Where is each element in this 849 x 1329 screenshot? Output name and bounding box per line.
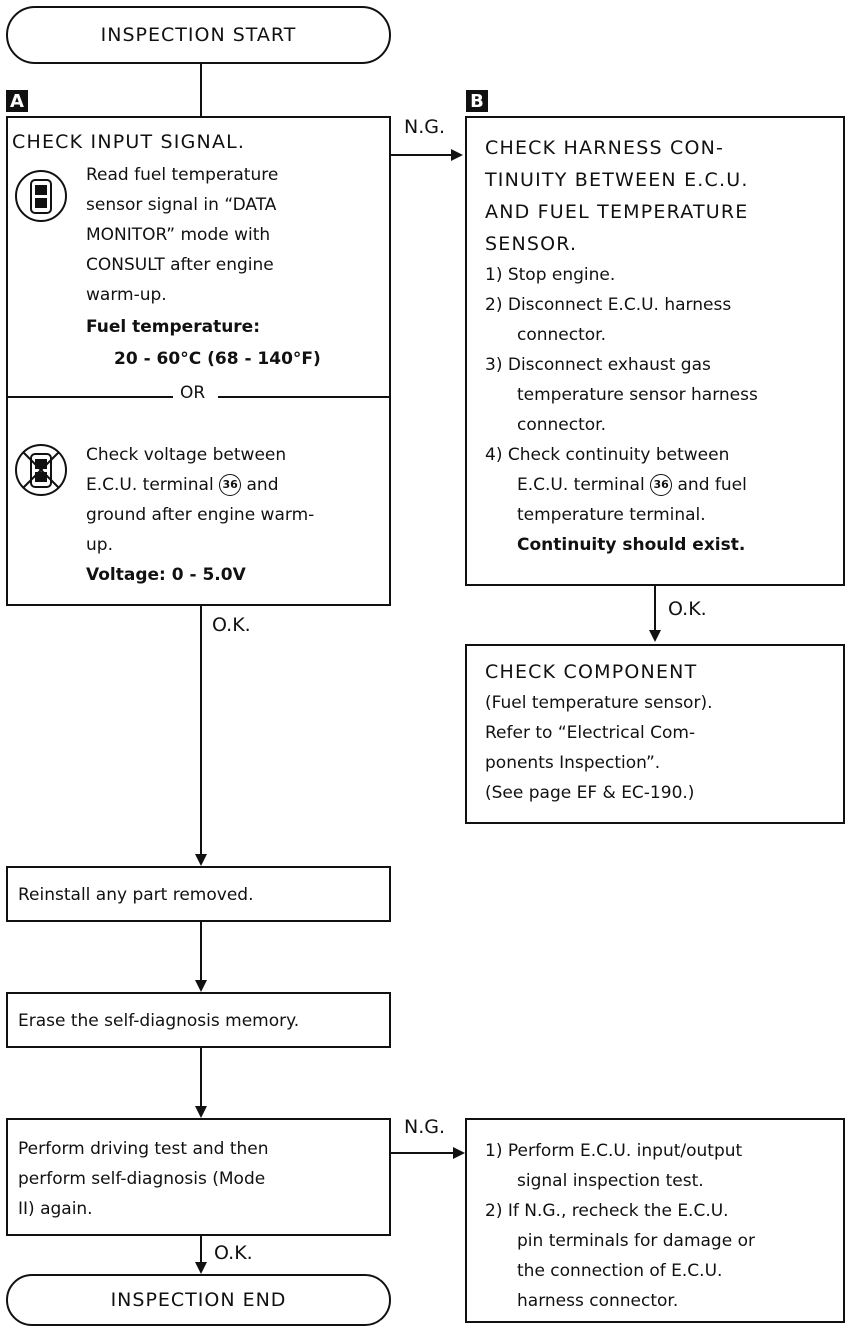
box-b-title-line-1: CHECK HARNESS CON-	[485, 137, 725, 159]
connector-reinstall-to-erase	[200, 922, 202, 982]
box-a-title: CHECK INPUT SIGNAL.	[12, 131, 246, 153]
consult-line-2: sensor signal in “DATA	[86, 195, 277, 215]
arrow-drive-to-ecu	[453, 1147, 465, 1159]
box-b-title-line-4: SENSOR.	[485, 233, 578, 255]
ecu-step-2-line-2: pin terminals for damage or	[517, 1231, 755, 1251]
drive-line-2: perform self-diagnosis (Mode	[18, 1169, 266, 1189]
ng-label-1: N.G.	[404, 116, 446, 138]
ok-label-2: O.K.	[212, 614, 251, 636]
inspection-end-label: INSPECTION END	[110, 1289, 287, 1311]
step-4-line-2: E.C.U. terminal 36 and fuel	[485, 470, 845, 500]
step-4-line-2b: and fuel	[672, 475, 747, 495]
or-label: OR	[180, 383, 206, 403]
arrow-b-to-component	[649, 630, 661, 642]
erase-text: Erase the self-diagnosis memory.	[18, 1011, 300, 1031]
connector-start-to-a	[200, 64, 202, 116]
no-consult-tester-icon	[15, 444, 67, 496]
connector-a-to-reinstall	[200, 606, 202, 856]
consult-line-5: warm-up.	[86, 285, 167, 305]
ecu-step-2-line-3: the connection of E.C.U.	[517, 1261, 723, 1281]
driving-test-box: Perform driving test and then perform se…	[6, 1118, 391, 1236]
consult-line-4: CONSULT after engine	[86, 255, 274, 275]
box-b-title: CHECK HARNESS CON- TINUITY BETWEEN E.C.U…	[485, 132, 749, 260]
check-input-signal-box: CHECK INPUT SIGNAL. Read fuel temperatur…	[6, 116, 391, 606]
ng-label-2: N.G.	[404, 1116, 446, 1138]
ecu-step-2-line-4: harness connector.	[517, 1291, 679, 1311]
step-3-line-2: temperature sensor harness	[517, 385, 758, 405]
ok-label-1: O.K.	[668, 598, 707, 620]
inspection-start-label: INSPECTION START	[100, 24, 297, 46]
voltage-line-4: up.	[86, 535, 113, 555]
box-a-consult-text: Read fuel temperature sensor signal in “…	[86, 160, 278, 310]
marker-b: B	[466, 90, 488, 112]
consult-line-3: MONITOR” mode with	[86, 225, 271, 245]
component-line-3: Refer to “Electrical Com-	[485, 723, 696, 743]
component-line-2: (Fuel temperature sensor).	[485, 693, 713, 713]
voltage-line-2: E.C.U. terminal 36 and	[86, 470, 278, 500]
step-3-line-3: connector.	[517, 415, 607, 435]
fuel-temp-spec-value: 20 - 60°C (68 - 140°F)	[114, 349, 321, 369]
reinstall-text: Reinstall any part removed.	[18, 885, 254, 905]
box-a-voltage-text: Check voltage between	[86, 440, 286, 470]
consult-tester-icon	[15, 170, 67, 222]
inspection-start-terminal: INSPECTION START	[6, 6, 391, 64]
or-divider-left	[8, 396, 173, 398]
erase-memory-box: Erase the self-diagnosis memory.	[6, 992, 391, 1048]
drive-line-3: II) again.	[18, 1199, 93, 1219]
step-4-line-1: 4) Check continuity between	[485, 445, 730, 465]
connector-a-to-b	[391, 154, 451, 156]
check-component-box: CHECK COMPONENT (Fuel temperature sensor…	[465, 644, 845, 824]
component-line-5: (See page EF & EC-190.)	[485, 783, 695, 803]
connector-drive-to-end	[200, 1236, 202, 1264]
reinstall-box: Reinstall any part removed.	[6, 866, 391, 922]
step-1: 1) Stop engine.	[485, 265, 616, 285]
voltage-line-2a: E.C.U. terminal	[86, 475, 220, 495]
voltage-line-1: Check voltage between	[86, 445, 287, 465]
connector-b-to-component	[654, 586, 656, 632]
inspection-end-terminal: INSPECTION END	[6, 1274, 391, 1326]
step-4-line-3: temperature terminal.	[517, 505, 706, 525]
arrow-erase-to-drive	[195, 1106, 207, 1118]
connector-erase-to-drive	[200, 1048, 202, 1108]
ecu-step-2-line-1: 2) If N.G., recheck the E.C.U.	[485, 1201, 729, 1221]
voltage-spec: Voltage: 0 - 5.0V	[86, 565, 246, 585]
marker-a: A	[6, 90, 28, 112]
ecu-steps: 1) Perform E.C.U. input/output signal in…	[485, 1136, 755, 1316]
arrow-a-to-b	[451, 149, 463, 161]
or-divider-right	[218, 396, 389, 398]
component-line-1: CHECK COMPONENT	[485, 661, 698, 683]
drive-text: Perform driving test and then perform se…	[18, 1134, 269, 1224]
voltage-line-3: ground after engine warm-	[86, 505, 315, 525]
ok-label-3: O.K.	[214, 1242, 253, 1264]
connector-drive-to-ecu	[391, 1152, 453, 1154]
box-b-steps: 1) Stop engine. 2) Disconnect E.C.U. har…	[485, 260, 845, 560]
ecu-step-1-line-2: signal inspection test.	[517, 1171, 704, 1191]
consult-line-1: Read fuel temperature	[86, 165, 279, 185]
arrow-a-to-reinstall	[195, 854, 207, 866]
continuity-result: Continuity should exist.	[517, 535, 746, 555]
step-3-line-1: 3) Disconnect exhaust gas	[485, 355, 711, 375]
check-harness-continuity-box: CHECK HARNESS CON- TINUITY BETWEEN E.C.U…	[465, 116, 845, 586]
ecu-inspection-box: 1) Perform E.C.U. input/output signal in…	[465, 1118, 845, 1323]
box-b-title-line-3: AND FUEL TEMPERATURE	[485, 201, 749, 223]
ecu-step-1-line-1: 1) Perform E.C.U. input/output	[485, 1141, 743, 1161]
voltage-line-2b: and	[241, 475, 279, 495]
step-2-line-1: 2) Disconnect E.C.U. harness	[485, 295, 732, 315]
terminal-36-badge-b: 36	[650, 474, 673, 496]
arrow-reinstall-to-erase	[195, 980, 207, 992]
step-4-line-2a: E.C.U. terminal	[517, 475, 651, 495]
terminal-36-badge: 36	[219, 474, 242, 496]
drive-line-1: Perform driving test and then	[18, 1139, 269, 1159]
box-a-voltage-text-rest: ground after engine warm- up.	[14, 500, 314, 560]
step-2-line-2: connector.	[517, 325, 607, 345]
component-line-4: ponents Inspection”.	[485, 753, 661, 773]
component-text: CHECK COMPONENT (Fuel temperature sensor…	[485, 656, 712, 808]
box-b-title-line-2: TINUITY BETWEEN E.C.U.	[485, 169, 749, 191]
fuel-temp-spec-label: Fuel temperature:	[86, 317, 261, 337]
arrow-drive-to-end	[195, 1262, 207, 1274]
